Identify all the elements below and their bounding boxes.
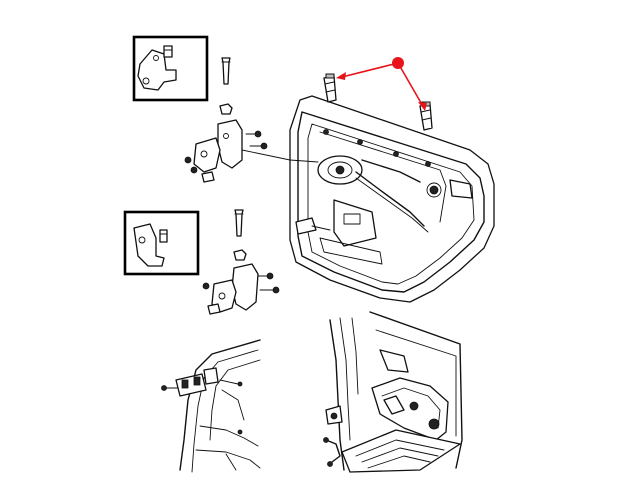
door-hinge-mount-line bbox=[311, 225, 331, 231]
body-pillar-view bbox=[161, 339, 261, 473]
upper-hinge-hardware bbox=[184, 57, 291, 183]
installed-armrest bbox=[371, 377, 449, 441]
door-module-slot bbox=[343, 213, 361, 225]
check-strap-right-body bbox=[419, 103, 433, 131]
lower-bolt-left bbox=[202, 282, 210, 290]
door-latch-rod-2 bbox=[355, 177, 429, 233]
upper-hinge-bracket bbox=[217, 119, 243, 169]
pillar-hinge-knuckle-1 bbox=[181, 379, 189, 389]
installed-door-view bbox=[323, 311, 463, 473]
lower-hinge-hardware bbox=[202, 209, 280, 315]
upper-inset-hinge-plate bbox=[137, 49, 177, 91]
installed-door-inner bbox=[375, 329, 457, 437]
upper-bolt-left-2 bbox=[190, 166, 198, 174]
upper-bolt-right bbox=[245, 130, 262, 138]
door-top-hole-1 bbox=[323, 129, 329, 135]
installed-step-plate bbox=[341, 429, 461, 473]
door-speaker-ring bbox=[426, 182, 442, 198]
installed-step-tread-3 bbox=[367, 455, 431, 469]
pillar-inner-edge bbox=[191, 349, 259, 473]
door-latch-pivot bbox=[335, 165, 345, 175]
pillar-hinge bbox=[175, 373, 207, 397]
door-inner-recess bbox=[307, 123, 475, 285]
door-latch-rod bbox=[355, 171, 425, 227]
lower-hinge-inset bbox=[123, 210, 200, 276]
lower-bolt-right bbox=[257, 272, 274, 280]
callout-arrow-right bbox=[397, 62, 425, 109]
door-latch-inner bbox=[327, 161, 353, 179]
upper-hinge-inset bbox=[132, 35, 209, 102]
pillar-bolt-3 bbox=[237, 429, 243, 435]
upper-bolt-right-2 bbox=[249, 142, 268, 150]
door-inner-edge bbox=[297, 111, 485, 293]
pillar-fender-curve bbox=[221, 389, 245, 421]
door-lower-pocket bbox=[319, 237, 383, 265]
pillar-sill-line bbox=[199, 425, 259, 447]
callout-group bbox=[336, 57, 427, 111]
installed-door-pocket bbox=[379, 349, 409, 373]
red-dot-icon bbox=[392, 57, 404, 69]
lower-bolt-right-2 bbox=[259, 286, 280, 294]
pillar-lower-detail bbox=[225, 453, 237, 471]
door-speaker-hole bbox=[429, 185, 439, 195]
lower-washer bbox=[207, 303, 221, 315]
pillar-bolt-line bbox=[219, 379, 239, 385]
installed-step-tread-1 bbox=[355, 439, 445, 457]
lower-nut bbox=[233, 249, 247, 261]
pillar-hinge-plate bbox=[203, 367, 219, 385]
lower-inset-hinge-plate bbox=[133, 223, 165, 267]
upper-inset-bolt-hole-2 bbox=[153, 55, 159, 61]
door-leader-line bbox=[289, 159, 319, 163]
installed-lock-knob bbox=[409, 401, 419, 411]
installed-hinge-bolt bbox=[330, 412, 338, 420]
installed-pillar-edge-2 bbox=[339, 317, 351, 441]
door-top-hole-4 bbox=[425, 161, 431, 167]
check-strap-left-body bbox=[323, 75, 337, 103]
installed-step-tread-2 bbox=[361, 447, 439, 463]
installed-wire-harness bbox=[325, 439, 341, 463]
upper-nut bbox=[219, 103, 233, 115]
upper-bracket-hole bbox=[223, 133, 229, 139]
lower-hinge-bracket bbox=[231, 263, 259, 311]
callout-arrowhead-left bbox=[336, 72, 346, 80]
check-strap-right-detail bbox=[420, 109, 432, 121]
pillar-inner-edge-2 bbox=[209, 359, 261, 441]
installed-pillar-edge-3 bbox=[351, 317, 359, 395]
callout-arrow-left bbox=[337, 62, 399, 79]
door-window-track bbox=[319, 131, 447, 223]
installed-switch bbox=[428, 418, 440, 430]
callout-arrowhead-right bbox=[418, 102, 427, 111]
door-inner-panel bbox=[289, 95, 495, 303]
upper-leaf-hole bbox=[200, 150, 208, 158]
pillar-bolt-2 bbox=[237, 381, 243, 387]
installed-door-edge bbox=[369, 311, 463, 469]
check-strap-left-detail bbox=[324, 81, 336, 93]
door-module-plate bbox=[333, 199, 377, 247]
door-latch-striker bbox=[449, 179, 473, 199]
door-top-hole-2 bbox=[357, 139, 363, 145]
door-hinge-mount bbox=[295, 217, 317, 235]
door-top-hole-3 bbox=[393, 151, 399, 157]
lower-inset-bolt-hole bbox=[138, 236, 146, 244]
upper-washer bbox=[201, 171, 215, 183]
installed-connector-2 bbox=[327, 461, 333, 467]
upper-inset-pin bbox=[163, 45, 173, 58]
lower-leaf-hole bbox=[218, 292, 226, 300]
installed-door-handle bbox=[383, 395, 405, 415]
pillar-sill-line-2 bbox=[195, 449, 261, 469]
pillar-outer-edge bbox=[179, 339, 261, 471]
door-lock-rod bbox=[361, 159, 421, 183]
upper-inset-bolt-hole bbox=[142, 77, 150, 85]
check-strap-left-cap bbox=[325, 73, 335, 79]
installed-armrest-inner bbox=[381, 387, 441, 429]
installed-pillar-edge bbox=[329, 319, 345, 471]
lower-inset-pin bbox=[159, 229, 168, 243]
installed-connector bbox=[323, 437, 329, 443]
door-check-strap-left bbox=[323, 73, 337, 103]
upper-leader-line bbox=[241, 149, 291, 161]
pillar-hinge-knuckle-2 bbox=[193, 376, 201, 386]
upper-bolt-left bbox=[184, 156, 192, 164]
